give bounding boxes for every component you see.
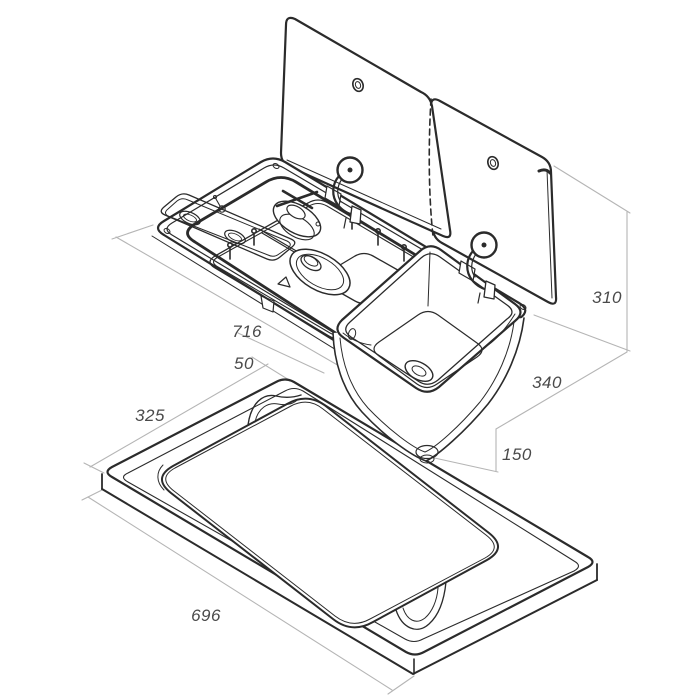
clamp-left-hook-inner [337,178,343,203]
dim-696-ext-left [81,489,103,501]
dim-696-ext-right [387,675,415,695]
dim-716-ext-left [111,224,154,240]
igniter-stem [215,198,221,207]
lid-right-screw-hole [487,155,499,171]
dimension-annotations [81,165,631,695]
dimension-label-50: 50 [234,354,254,373]
sink-drain-boss-lower [419,454,435,464]
frame-cutout-inner-line [165,401,495,624]
frame-arch-rear-inner [254,398,299,423]
rim-screw-hole-2 [272,163,280,169]
glass-lid-right [429,98,558,305]
worktop-mount-tab-1 [260,295,275,313]
sink-wall-seam-rear [427,251,431,307]
lid-right-screw-hole-inner [489,159,497,167]
burner-front-cap-top [303,255,319,267]
clamp-right-hook-inner [471,253,477,278]
burner-rear-cap [286,204,306,220]
frame-arch-front-inner [402,587,439,622]
sink-wall-seam-right [484,313,516,348]
drip-tray-outline [160,193,296,261]
dim-340-ext-top [533,314,631,352]
burner-rear [272,189,322,241]
frame-thickness-bottom [101,488,598,675]
dim-696-line [87,496,393,691]
clamp-right-hook [466,249,491,292]
sink-shell-inner [339,321,515,453]
igniter-electrode [218,205,226,213]
sink-overflow-hole [347,328,357,340]
lid-left-glass-edge [286,159,442,230]
clamp-right-latch [477,292,481,304]
dim-50-ext-upper [237,332,325,374]
dimension-label-310: 310 [592,288,622,307]
igniter-tip [212,194,218,200]
frame-arch-front [395,581,447,630]
frame-arch-rear [247,394,302,426]
clamp-right-foot [483,280,496,300]
rim-screw-hole-1 [163,228,171,234]
dim-310-ext-top [553,165,631,214]
frame-corner-curl [157,464,165,491]
clamp-left-latch [343,217,347,229]
lid-right-corner-mark [537,168,552,175]
sink-rim-inner [345,253,513,385]
lid-clamp-left [324,156,364,229]
sink-drain [404,360,434,382]
burner-rear-bolt [315,221,321,227]
tray-pad-1 [179,210,201,226]
sink-wall-seam-left [342,332,372,346]
mounting-frame [101,378,598,675]
burner-front-spout [277,276,291,288]
clamp-left-foot [349,205,362,225]
clamp-right-pin [481,242,487,248]
dimension-labels: 716 50 325 696 310 340 150 [135,288,622,625]
frame-chamfer-line [122,387,580,643]
sink-drain-boss [415,444,439,460]
dimension-label-325: 325 [135,406,165,425]
dimension-label-716: 716 [232,322,262,341]
lid-hidden-edge-dashed [428,98,434,237]
clamp-left-hook [332,174,357,217]
rim-screw-hole-3 [519,304,527,310]
tray-pad-1-inner [183,213,197,223]
dim-325-ext [83,462,105,474]
frame-cutout-edge [161,397,499,629]
lid-clamp-right [458,231,498,304]
sink-drain-inner [411,365,427,377]
dimension-label-696: 696 [191,606,221,625]
dimension-label-150: 150 [502,445,532,464]
dim-150-ext-bottom [429,456,499,473]
burner-rear-pan-rest-x2 [281,189,314,210]
clamp-left-pin [347,167,353,173]
lid-right-glass-edge [546,169,553,299]
dimension-label-340: 340 [532,373,562,392]
sink-bottom-face [373,310,483,389]
lid-left-screw-hole-inner [354,81,362,89]
lid-left-screw-hole [352,77,364,93]
tray-pad-2-inner [228,232,242,242]
dim-325-line [89,363,269,468]
burner-front [277,248,351,296]
dim-340-line [495,351,628,430]
burner-front-cup-inner [295,253,345,291]
